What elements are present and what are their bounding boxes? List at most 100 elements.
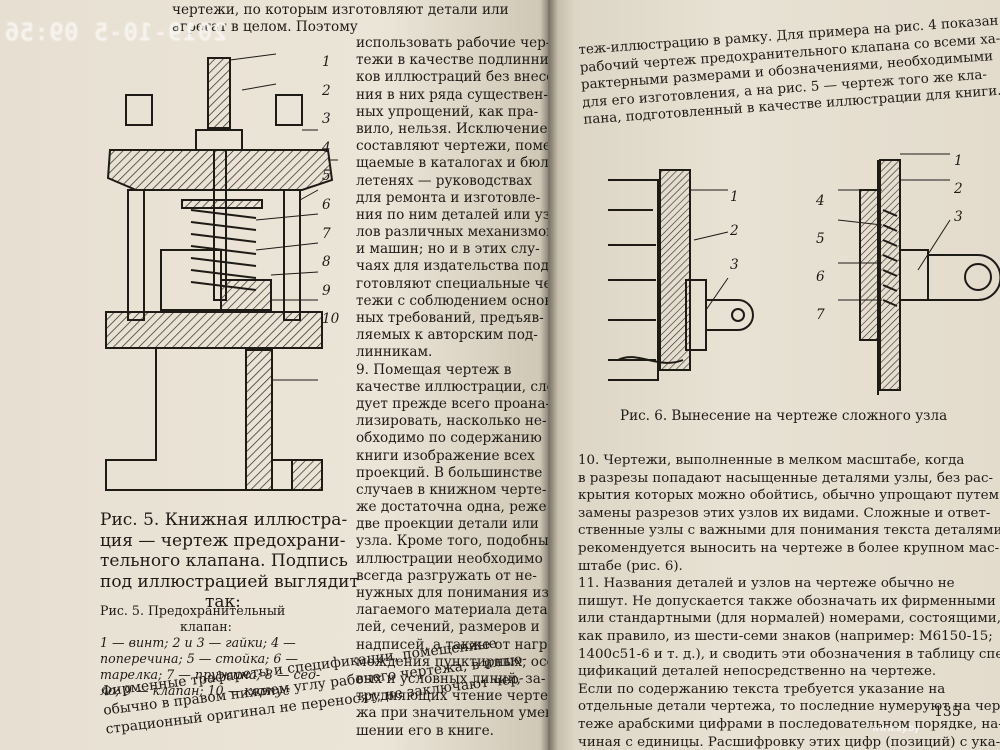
text-line: лагаемого материала дета- xyxy=(356,602,548,619)
fig-number: 3 xyxy=(322,111,331,128)
text-line: книги изображение всех xyxy=(356,447,535,464)
text-line: крытия которых можно обойтись, обычно уп… xyxy=(578,488,999,504)
text-line: 11. Названия деталей и узлов на чертеже … xyxy=(578,576,955,592)
fig6-right-top-numbers: 1 2 3 xyxy=(954,146,963,230)
right-body-text: 10. Чертежи, выполненные в мелком масшта… xyxy=(578,452,1000,750)
fig6-right-left-numbers: 4 5 6 7 xyxy=(816,182,825,334)
text-line: тежи в качестве подлинни- xyxy=(356,52,548,69)
text-line: замены разрезов этих узлов их видами. Сл… xyxy=(578,505,991,521)
legend-line: поперечина; 5 — стойка; 6 — xyxy=(100,651,298,666)
caption-line: так: xyxy=(205,592,241,612)
text-line: ных упрощений, как пра- xyxy=(356,103,539,120)
text-line: качестве иллюстрации, сле- xyxy=(356,378,548,395)
text-line: ляемых к авторским под- xyxy=(356,327,538,344)
fig-number: 1 xyxy=(730,189,739,205)
legend-line: ло; 9 — клапан; 10 — корпус xyxy=(100,683,290,698)
page-number: 135 xyxy=(934,704,961,720)
text-line: чаях для издательства под- xyxy=(356,258,548,275)
caption-line: Рис. 5. Книжная иллюстра- xyxy=(100,510,348,530)
left-top-text: чертежи, по которым изготовляют детали и… xyxy=(172,2,509,36)
text-line: всегда разгружать от не- xyxy=(356,567,537,584)
fig-number: 8 xyxy=(322,254,331,271)
legend-title: клапан: xyxy=(180,619,232,634)
caption-line: под иллюстрацией выглядит xyxy=(100,571,359,592)
left-column-text: использовать рабочие чер- тежи в качеств… xyxy=(356,35,548,740)
text-line: или стандартными (для нормалей) номерами… xyxy=(578,611,1000,627)
text-line: дует прежде всего проана- xyxy=(356,395,548,412)
text-line: в разрезы попадают насыщенные деталями у… xyxy=(578,470,994,486)
text-line: вых и условных линий, за- xyxy=(356,670,546,687)
text-line: иллюстрации необходимо xyxy=(356,550,543,567)
fig-number: 6 xyxy=(816,269,825,285)
text-line: ственные узлы с важными для понимания те… xyxy=(578,523,1000,539)
text-line: лизировать, насколько не- xyxy=(356,413,547,430)
text-line: и машин; но и в этих слу- xyxy=(356,241,540,258)
fig5-legend: Рис. 5. Предохранительный клапан: 1 — ви… xyxy=(100,603,320,699)
caption-line: тельного клапана. Подпись xyxy=(100,551,348,571)
fig-number: 4 xyxy=(816,193,825,209)
text-line: ных требований, предъяв- xyxy=(356,310,544,326)
caption-line: ция — чертеж предохрани- xyxy=(100,530,346,551)
text-line: проекций. В большинстве xyxy=(356,464,543,481)
fig-number: 4 xyxy=(322,139,331,156)
text-line: узла. Кроме того, подобные xyxy=(356,533,548,550)
text-line: отдельные детали чертежа, то последние н… xyxy=(578,699,1000,715)
fig-number: 2 xyxy=(322,82,331,99)
text-line: обходимо по содержанию xyxy=(356,430,542,447)
fig-number: 3 xyxy=(954,209,963,225)
text-line: надписей, а также от нагро- xyxy=(356,636,548,653)
book-gutter xyxy=(540,0,558,750)
text-line: мождения пунктирных, осе- xyxy=(356,653,548,670)
legend-line: тарелка; 7 — пружина; 8 — сед- xyxy=(100,667,321,682)
fig-number: 5 xyxy=(816,231,825,247)
fig5-caption: Рис. 5. Книжная иллюстра- ция — чертеж п… xyxy=(100,510,359,613)
fig-number: 2 xyxy=(954,181,963,197)
text-line: ния в них ряда существен- xyxy=(356,86,548,103)
text-line: шении его в книге. xyxy=(356,722,494,739)
text-line: чиная с единицы. Расшифровку этих цифр (… xyxy=(578,734,1000,750)
text-line: составляют чертежи, поме- xyxy=(356,138,548,155)
fig6-assembly-drawing xyxy=(608,153,1000,395)
text-line: нужных для понимания из- xyxy=(356,585,548,601)
left-page: чертежи, по которым изготовляют детали и… xyxy=(0,0,548,750)
fig-number: 10 xyxy=(322,311,340,328)
fig-number: 9 xyxy=(322,282,331,299)
text-line: лей, сечений, размеров и xyxy=(356,619,540,636)
text-line: штабе (рис. 6). xyxy=(578,558,683,574)
text-line: готовляют специальные чер- xyxy=(356,275,548,292)
fig-number: 5 xyxy=(322,168,331,185)
text-line: тежи с соблюдением основ- xyxy=(356,292,548,309)
fig6-left-numbers: 1 2 3 xyxy=(730,180,739,282)
text-line: ков иллюстраций без внесе- xyxy=(356,69,548,86)
fig-number: 1 xyxy=(322,54,331,70)
text-line: летенях — руководствах xyxy=(356,172,532,189)
text-line: жа при значительном умень- xyxy=(356,705,548,722)
right-top-text: теж-иллюстрацию в рамку. Для примера на … xyxy=(578,13,1000,130)
fig6-caption: Рис. 6. Вынесение на чертеже сложного уз… xyxy=(620,408,948,424)
text-line: 9. Помещая чертеж в xyxy=(356,361,512,378)
date-stamp: 2019-10-5 09:56 xyxy=(4,20,227,46)
text-line: чертежи, по которым изготовляют детали и… xyxy=(172,2,509,18)
text-line: трудняющих чтение черте- xyxy=(356,688,548,705)
text-line: две проекции детали или xyxy=(356,516,539,533)
text-line: линникам. xyxy=(356,344,433,361)
text-line: теже арабскими цифрами в последовательно… xyxy=(578,716,1000,732)
fig5-valve-drawing xyxy=(105,53,338,491)
text-line: же достаточна одна, реже xyxy=(356,499,547,516)
text-line: Если по содержанию текста требуется указ… xyxy=(578,681,946,697)
text-line: рекомендуется выносить на чертеже в боле… xyxy=(578,540,1000,556)
text-line: 10. Чертежи, выполненные в мелком масшта… xyxy=(578,453,965,468)
fig-number: 1 xyxy=(954,153,963,169)
fig-number: 3 xyxy=(730,257,739,273)
text-line: цификаций деталей непосредственно на чер… xyxy=(578,664,937,680)
watermark: www.ay.by xyxy=(872,724,920,734)
text-line: как правило, из шести-семи знаков (напри… xyxy=(578,628,993,644)
fig5-numbers: 1 2 3 4 5 6 7 8 9 10 xyxy=(322,48,339,334)
fig-number: 6 xyxy=(322,196,331,213)
legend-line: 1 — винт; 2 и 3 — гайки; 4 — xyxy=(100,635,296,650)
text-line: ния по ним деталей или уз- xyxy=(356,206,548,223)
text-line: пишут. Не допускается также обозначать и… xyxy=(578,593,996,609)
text-line: для ремонта и изготовле- xyxy=(356,189,541,206)
text-line: лов различных механизмов xyxy=(356,224,548,241)
